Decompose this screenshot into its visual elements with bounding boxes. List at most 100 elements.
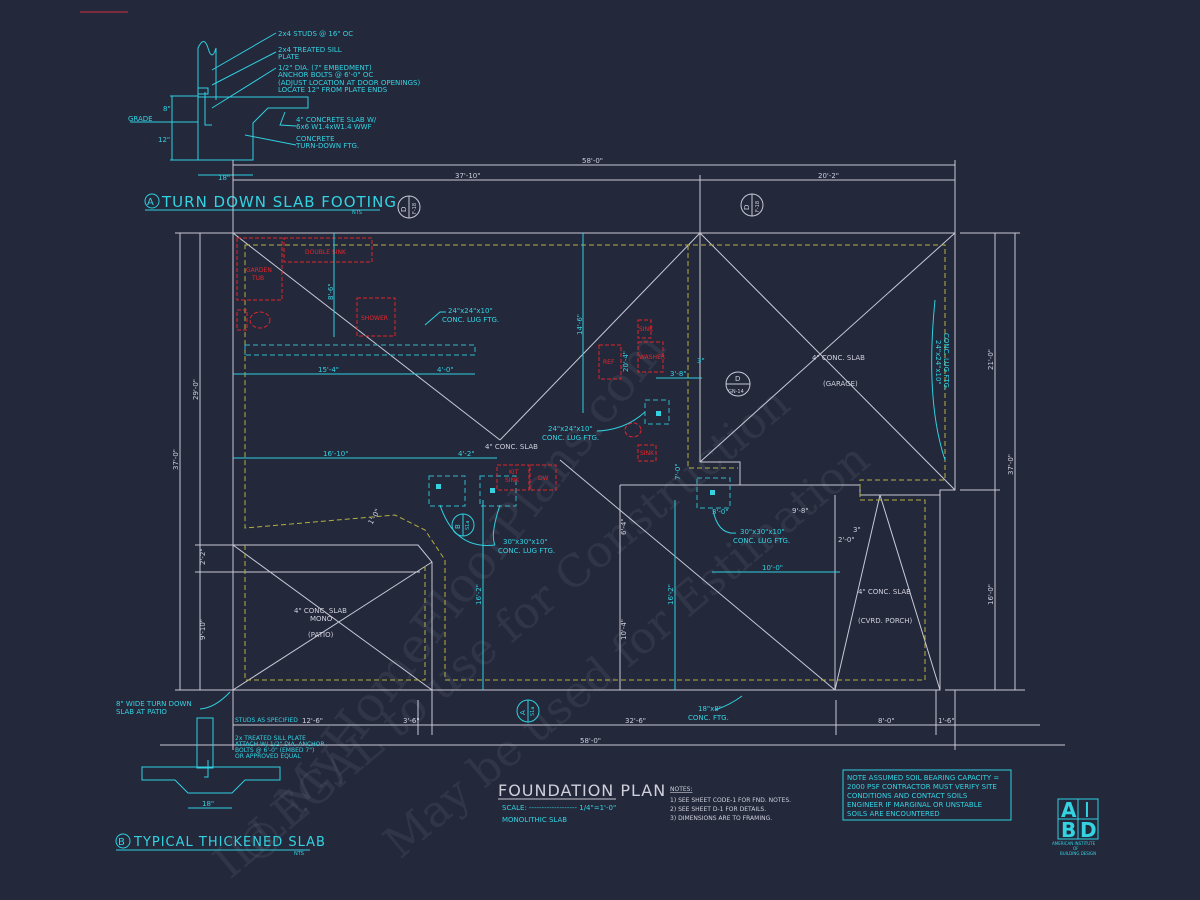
svg-text:37'-10": 37'-10" xyxy=(455,172,480,180)
svg-text:(PATIO): (PATIO) xyxy=(308,631,334,639)
svg-text:OR APPROVED EQUAL: OR APPROVED EQUAL xyxy=(235,753,301,760)
svg-text:7'-0": 7'-0" xyxy=(674,463,682,480)
svg-text:ATTACH W/ 1/2" DIA. ANCHOR: ATTACH W/ 1/2" DIA. ANCHOR xyxy=(235,741,325,748)
svg-text:SOILS ARE ENCOUNTERED: SOILS ARE ENCOUNTERED xyxy=(847,810,940,818)
svg-text:F-18: F-18 xyxy=(412,203,418,214)
svg-text:OF: OF xyxy=(1073,846,1079,851)
svg-text:16'-0": 16'-0" xyxy=(987,584,995,605)
svg-text:TURN-DOWN FTG.: TURN-DOWN FTG. xyxy=(295,142,359,150)
svg-text:GRADE: GRADE xyxy=(128,115,153,123)
svg-text:SLAB AT PATIO: SLAB AT PATIO xyxy=(116,708,167,716)
svg-text:18": 18" xyxy=(218,174,230,182)
svg-text:A: A xyxy=(147,197,154,208)
svg-text:S1a: S1a xyxy=(465,521,471,530)
svg-text:CONC. LUG FTG.: CONC. LUG FTG. xyxy=(542,434,599,442)
svg-text:1) SEE SHEET CODE-1 FOR FND. N: 1) SEE SHEET CODE-1 FOR FND. NOTES. xyxy=(670,797,791,804)
svg-text:NOTE ASSUMED SOIL BEARING CAPA: NOTE ASSUMED SOIL BEARING CAPACITY = xyxy=(847,774,999,782)
svg-text:(GARAGE): (GARAGE) xyxy=(823,380,858,388)
svg-text:B: B xyxy=(118,837,125,848)
svg-text:I: I xyxy=(1084,798,1090,822)
svg-text:A: A xyxy=(1061,798,1077,822)
svg-text:2x TREATED SILL PLATE: 2x TREATED SILL PLATE xyxy=(235,735,306,742)
svg-text:WASHER: WASHER xyxy=(639,354,665,361)
svg-text:16'-2": 16'-2" xyxy=(475,584,483,605)
svg-text:SCALE: ------------------- 1/4: SCALE: ------------------- 1/4"=1'-0" xyxy=(502,804,616,812)
svg-text:37'-0": 37'-0" xyxy=(172,449,180,470)
svg-text:24"x24"x10": 24"x24"x10" xyxy=(448,307,493,315)
svg-text:ANCHOR BOLTS @ 6'-0" OC: ANCHOR BOLTS @ 6'-0" OC xyxy=(278,71,373,79)
svg-text:24"x24"x10": 24"x24"x10" xyxy=(548,425,593,433)
svg-text:3) DIMENSIONS ARE TO FRAMING.: 3) DIMENSIONS ARE TO FRAMING. xyxy=(670,815,772,822)
svg-text:4" CONC. SLAB: 4" CONC. SLAB xyxy=(485,443,538,451)
svg-text:SHOWER: SHOWER xyxy=(361,315,388,322)
svg-text:20'-2": 20'-2" xyxy=(818,172,839,180)
svg-text:(CVRD. PORCH): (CVRD. PORCH) xyxy=(858,617,913,625)
svg-text:MONO: MONO xyxy=(310,615,333,623)
interior-dimensions: 8'-6" 15'-4"4'-0" 14'-6" 20'-4" 3'-8" 3"… xyxy=(233,233,861,690)
svg-text:8": 8" xyxy=(163,105,171,113)
svg-text:CONC. FTG.: CONC. FTG. xyxy=(688,714,729,722)
svg-text:30"x30"x10": 30"x30"x10" xyxy=(503,538,548,546)
svg-text:16'-2": 16'-2" xyxy=(667,584,675,605)
svg-text:CONCRETE: CONCRETE xyxy=(296,135,335,143)
svg-text:PLATE: PLATE xyxy=(278,53,299,61)
svg-text:LOCATE 12" FROM PLATE ENDS: LOCATE 12" FROM PLATE ENDS xyxy=(278,86,388,94)
svg-text:16'-10": 16'-10" xyxy=(323,450,348,458)
svg-text:1/2" DIA. (7" EMBEDMENT): 1/2" DIA. (7" EMBEDMENT) xyxy=(278,64,372,72)
svg-text:32'-6": 32'-6" xyxy=(625,717,646,725)
svg-text:3'-0": 3'-0" xyxy=(712,508,729,516)
svg-text:D: D xyxy=(1080,818,1097,842)
svg-text:1'-6": 1'-6" xyxy=(938,717,955,725)
svg-text:A: A xyxy=(519,710,527,715)
svg-text:F-18: F-18 xyxy=(755,201,761,212)
plan-labels: 24"x24"x10"CONC. LUG FTG. 24"x24"x10"CON… xyxy=(294,299,950,722)
svg-text:9'-10": 9'-10" xyxy=(199,619,207,640)
svg-text:14'-6": 14'-6" xyxy=(576,314,584,335)
detail-a-turn-down-slab: 8" 12" 18" GRADE 2x4 STUDS @ 16" OC 2x4 … xyxy=(128,30,420,216)
svg-text:3": 3" xyxy=(697,357,705,365)
svg-text:3'-8": 3'-8" xyxy=(670,370,687,378)
svg-text:8'-6": 8'-6" xyxy=(327,283,335,300)
svg-text:BUILDING DESIGN: BUILDING DESIGN xyxy=(1060,851,1096,856)
svg-text:D: D xyxy=(743,205,751,210)
svg-text:4" CONC. SLAB: 4" CONC. SLAB xyxy=(812,354,865,362)
svg-text:B: B xyxy=(454,524,462,529)
svg-text:REF: REF xyxy=(603,359,615,366)
svg-text:15'-4": 15'-4" xyxy=(318,366,339,374)
svg-text:10'-4": 10'-4" xyxy=(620,619,628,640)
svg-text:DW: DW xyxy=(538,475,549,482)
svg-text:4" CONC. SLAB: 4" CONC. SLAB xyxy=(858,588,911,596)
svg-text:NTS: NTS xyxy=(294,851,304,857)
svg-text:D: D xyxy=(735,375,740,383)
svg-text:D: D xyxy=(400,207,408,212)
svg-text:2'-2": 2'-2" xyxy=(199,548,207,565)
svg-text:4" CONCRETE SLAB W/: 4" CONCRETE SLAB W/ xyxy=(296,116,377,124)
svg-text:21'-0": 21'-0" xyxy=(987,349,995,370)
svg-text:CONC. LUG FTG.: CONC. LUG FTG. xyxy=(942,333,950,390)
svg-text:24"x24"x10": 24"x24"x10" xyxy=(934,340,942,385)
svg-text:2x4 TREATED SILL: 2x4 TREATED SILL xyxy=(278,46,342,54)
svg-text:NOTES:: NOTES: xyxy=(670,786,693,793)
svg-text:20'-4": 20'-4" xyxy=(622,351,630,372)
svg-text:NTS: NTS xyxy=(352,210,362,216)
section-marker: DGN-14 xyxy=(725,371,751,397)
svg-text:SINK: SINK xyxy=(639,326,654,333)
svg-text:ENGINEER IF MARGINAL OR UNSTAB: ENGINEER IF MARGINAL OR UNSTABLE xyxy=(847,801,982,809)
svg-text:TUB: TUB xyxy=(251,275,264,282)
svg-text:8" WIDE TURN DOWN: 8" WIDE TURN DOWN xyxy=(116,700,192,708)
section-marker: D F-18 xyxy=(740,193,764,217)
svg-text:6x6 W1.4xW1.4 WWF: 6x6 W1.4xW1.4 WWF xyxy=(296,123,372,131)
svg-text:6'-4": 6'-4" xyxy=(620,518,628,535)
svg-text:8'-0": 8'-0" xyxy=(878,717,895,725)
svg-text:SINK: SINK xyxy=(505,477,520,484)
soil-note-box: NOTE ASSUMED SOIL BEARING CAPACITY = 200… xyxy=(842,769,1012,821)
svg-text:4" CONC. SLAB: 4" CONC. SLAB xyxy=(294,607,347,615)
svg-text:37'-0": 37'-0" xyxy=(1007,454,1015,475)
svg-text:3": 3" xyxy=(853,526,861,534)
svg-text:58'-0": 58'-0" xyxy=(582,157,603,165)
svg-text:29'-0": 29'-0" xyxy=(192,379,200,400)
svg-text:DOUBLE SINK: DOUBLE SINK xyxy=(305,249,347,256)
